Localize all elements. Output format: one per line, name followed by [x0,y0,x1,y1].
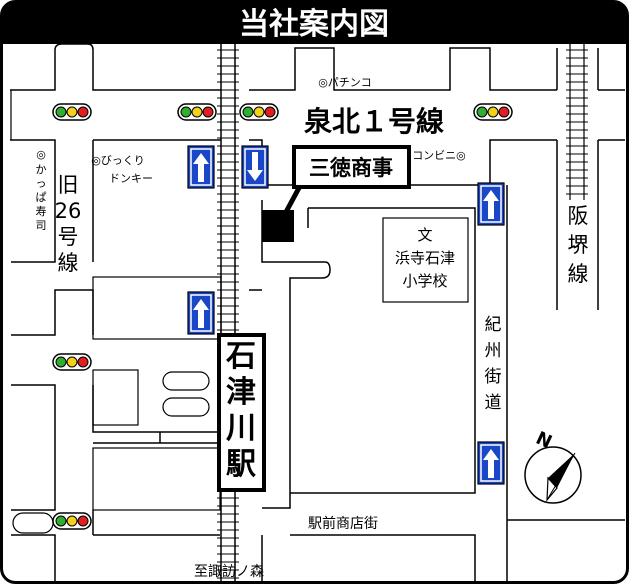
road-hanshin-label: 阪堺線 [568,204,589,286]
kappa-sushi-char: っ [36,177,47,190]
hanshin-track [566,44,588,200]
title-bar [1,1,628,44]
company-label: 三徳商事 [309,156,393,180]
traffic-signal-icon [52,103,92,121]
company-marker: 三徳商事 [262,145,411,242]
kappa-sushi-char: ぱ [36,191,47,204]
compass: N [524,428,582,504]
one-way-up-icon [187,145,215,189]
kappa-sushi-char: 司 [36,219,47,232]
traffic-signal-icon [52,512,92,530]
one-way-signs [187,145,505,485]
one-way-down-icon [241,145,269,189]
traffic-signal-icon [177,103,217,121]
one-way-up-icon [477,182,505,226]
school-label-line2: 小学校 [402,272,447,290]
road-kishu-char: 街 [485,367,502,387]
station-char: 川 [226,411,256,446]
ekimae-label: 駅前商店街 [308,515,378,532]
pachinko-label: ◎パチンコ [318,76,372,89]
station-char: 石 [225,339,256,374]
donki-label-line2: ドンキー [109,172,153,185]
kappa-mark: ◎ [36,148,46,161]
station-char: 駅 [226,447,256,482]
traffic-signal-icon [239,103,279,121]
one-way-up-icon [187,291,215,335]
road-old26-char: 号 [58,225,79,249]
kappa-sushi-char: か [36,163,47,176]
road-old26-char: 旧 [58,173,79,197]
road-kishu-char: 道 [485,393,502,413]
road-old26-char: 線 [58,251,79,275]
one-way-up-icon [477,441,505,485]
road-senboku-label: 泉北１号線 [304,105,444,138]
map-title: 当社案内図 [239,7,389,42]
school-mark: 文 [417,226,432,244]
road-kishu-char: 州 [485,341,502,361]
traffic-signal-icon [473,103,513,121]
convenience-label: コンビニ◎ [412,149,466,162]
road-network [10,43,625,582]
road-hanshin-char: 阪 [568,204,589,228]
road-old26-char: 26 [55,199,82,223]
school-label-line1: 浜寺石津 [395,249,455,267]
destination-label: 至諏訪ノ森 [194,564,264,580]
road-kishu-char: 紀 [485,315,502,335]
road-hanshin-char: 堺 [568,233,589,257]
traffic-signal-icon [52,353,92,371]
traffic-signals [52,103,513,530]
station-char: 津 [226,375,256,410]
kappa-sushi-char: 寿 [36,204,47,218]
road-hanshin-char: 線 [568,262,589,286]
donki-label-line1: ◎びっくり [91,154,145,167]
